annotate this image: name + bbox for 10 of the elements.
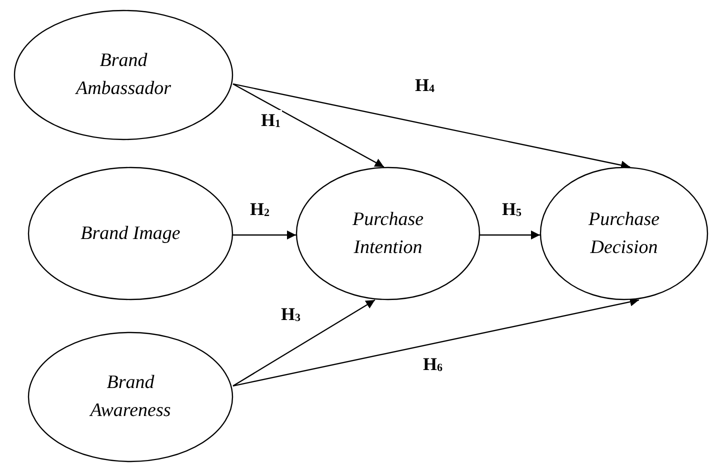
- arrow: [480, 230, 540, 240]
- construct-label: Brand Image: [80, 222, 180, 246]
- arrow: [232, 83, 384, 168]
- arrow: [232, 299, 376, 386]
- construct-label: Purchase Decision: [587, 208, 661, 260]
- construct-label: Purchase Intention: [351, 208, 425, 260]
- construct-label: Brand Awareness: [88, 371, 172, 423]
- arrow: [232, 297, 640, 387]
- arrow: [233, 230, 296, 240]
- construct-label: Brand Ambassador: [74, 49, 172, 101]
